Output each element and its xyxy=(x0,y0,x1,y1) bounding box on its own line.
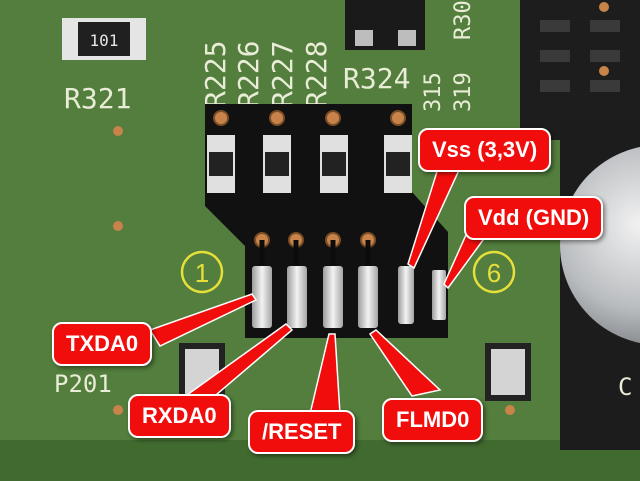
board-vias xyxy=(113,2,609,415)
mount-pad-right xyxy=(485,343,531,401)
pad-2 xyxy=(287,266,307,328)
pad-1 xyxy=(252,266,272,328)
label-p201: P201 xyxy=(54,370,112,398)
label-r225: R225 xyxy=(199,41,232,108)
pad-4 xyxy=(358,266,378,328)
label-r30: R30 xyxy=(451,0,476,40)
label-r228: R228 xyxy=(300,41,333,108)
pad-6 xyxy=(432,270,446,320)
label-r321: R321 xyxy=(64,82,131,115)
callout-vdd: Vdd (GND) xyxy=(464,196,604,240)
callout-flmd0: FLMD0 xyxy=(382,398,484,442)
pad-5 xyxy=(398,266,414,324)
resistor-array xyxy=(207,135,412,193)
callout-reset: /RESET xyxy=(248,410,356,454)
label-edge-c: C xyxy=(618,373,632,401)
label-r226: R226 xyxy=(232,41,265,108)
pin1-marker xyxy=(180,250,224,294)
callout-txda0: TXDA0 xyxy=(52,322,153,366)
label-315: 315 xyxy=(421,72,446,112)
label-r324: R324 xyxy=(343,62,410,95)
label-r227: R227 xyxy=(266,41,299,108)
connector-right xyxy=(520,0,640,140)
pin6-label: 6 xyxy=(487,258,501,288)
label-319: 319 xyxy=(451,72,476,112)
callout-arrows xyxy=(148,161,488,415)
pin6-marker xyxy=(472,250,516,294)
chip-code: 101 xyxy=(90,31,119,50)
pad-3 xyxy=(323,266,343,328)
vias xyxy=(213,110,406,248)
callout-rxda0: RXDA0 xyxy=(128,394,231,438)
header-pads xyxy=(252,266,446,328)
pin1-label: 1 xyxy=(195,258,209,288)
callout-vss: Vss (3,3V) xyxy=(418,128,552,172)
